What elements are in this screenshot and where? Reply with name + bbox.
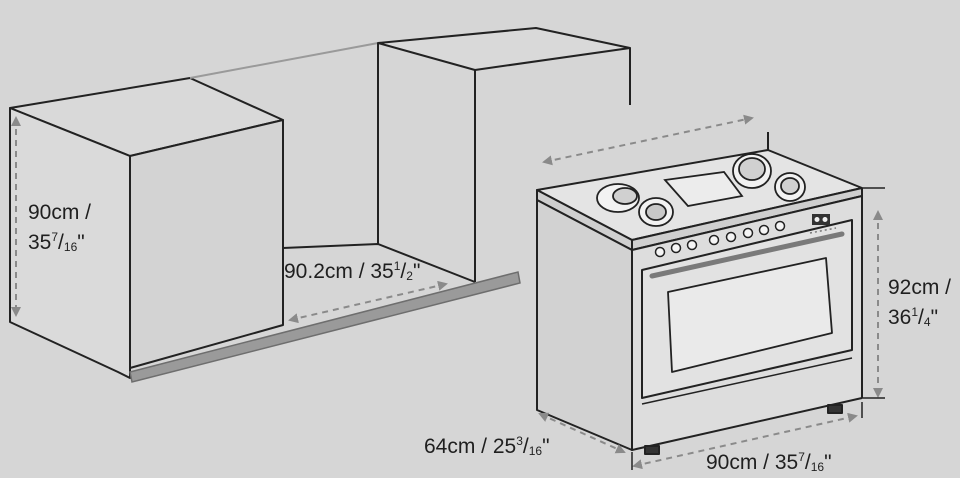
clock-display bbox=[809, 214, 837, 234]
knob bbox=[758, 224, 770, 236]
depth-arrow-range bbox=[538, 412, 626, 454]
cavity-floor bbox=[282, 242, 476, 283]
back-wall-line bbox=[189, 42, 379, 79]
width-arrow-range bbox=[632, 412, 858, 470]
knob bbox=[725, 231, 737, 243]
cabinet-height-label: 90cm / 357/16" bbox=[28, 201, 92, 254]
range-cooker bbox=[536, 132, 863, 455]
cooktop-burners bbox=[596, 153, 806, 227]
knob bbox=[742, 227, 754, 239]
oven-window bbox=[667, 257, 833, 373]
control-knobs bbox=[654, 220, 786, 258]
right-cabinet-top bbox=[377, 27, 631, 71]
oven-handle bbox=[649, 231, 845, 279]
griddle-plate bbox=[663, 171, 744, 207]
knob bbox=[670, 242, 682, 254]
knob bbox=[654, 246, 666, 258]
range-foot bbox=[827, 404, 843, 414]
cavity-width-label: 90.2cm / 351/2" bbox=[284, 259, 421, 283]
left-cabinet-side bbox=[129, 119, 284, 369]
width-arrow-top bbox=[542, 114, 754, 166]
knob bbox=[774, 220, 786, 232]
right-cabinet bbox=[377, 27, 631, 282]
width-arrow-cavity bbox=[288, 280, 448, 324]
range-foot bbox=[644, 445, 660, 455]
range-width-label: 90cm / 357/16" bbox=[706, 450, 832, 474]
range-height-label: 92cm / 361/4" bbox=[888, 276, 952, 329]
knob bbox=[708, 234, 720, 246]
left-cabinet bbox=[9, 77, 284, 379]
left-cabinet-front bbox=[9, 107, 131, 379]
knob bbox=[686, 239, 698, 251]
range-depth-label: 64cm / 253/16" bbox=[424, 434, 550, 458]
